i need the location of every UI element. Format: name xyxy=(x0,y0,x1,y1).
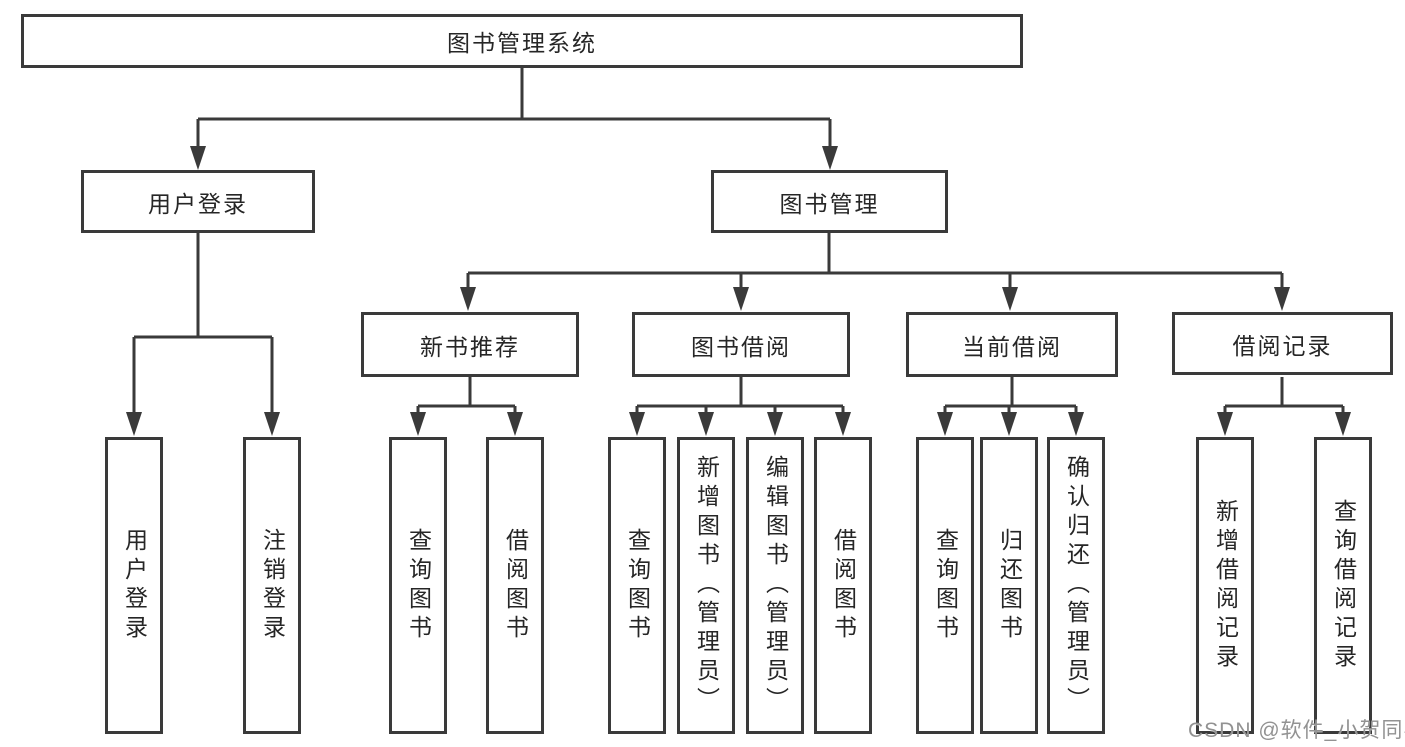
leaf-borrow-add-books-admin-label: 新增图书（管理员） xyxy=(693,455,720,716)
leaf-current-return-books-label: 归还图书 xyxy=(996,527,1023,644)
leaf-newbook-borrow-books-label: 借阅图书 xyxy=(502,527,529,644)
connector-current-borrow-children xyxy=(937,377,1084,436)
leaf-record-query-borrow-record-label: 查询借阅记录 xyxy=(1330,498,1357,673)
node-book-management: 图书管理 xyxy=(711,170,948,233)
leaf-borrow-edit-books-admin: 编辑图书（管理员） xyxy=(746,437,804,734)
connector-new-book-children xyxy=(410,377,523,436)
connector-book-borrow-children xyxy=(629,377,851,436)
node-root-system: 图书管理系统 xyxy=(21,14,1023,68)
leaf-user-login: 用户登录 xyxy=(105,437,163,734)
leaf-newbook-borrow-books: 借阅图书 xyxy=(486,437,544,734)
leaf-current-confirm-return-admin: 确认归还（管理员） xyxy=(1047,437,1105,734)
leaf-current-confirm-return-admin-label: 确认归还（管理员） xyxy=(1063,455,1090,716)
leaf-user-login-label: 用户登录 xyxy=(121,527,148,644)
leaf-current-return-books: 归还图书 xyxy=(980,437,1038,734)
leaf-borrow-borrow-books: 借阅图书 xyxy=(814,437,872,734)
leaf-current-query-books: 查询图书 xyxy=(916,437,974,734)
leaf-newbook-query-books: 查询图书 xyxy=(389,437,447,734)
connector-user-login-children xyxy=(126,233,280,436)
leaf-record-add-borrow-record: 新增借阅记录 xyxy=(1196,437,1254,734)
leaf-record-query-borrow-record: 查询借阅记录 xyxy=(1314,437,1372,734)
leaf-borrow-edit-books-admin-label: 编辑图书（管理员） xyxy=(762,455,789,716)
leaf-current-query-books-label: 查询图书 xyxy=(932,527,959,644)
leaf-record-add-borrow-record-label: 新增借阅记录 xyxy=(1212,498,1239,673)
leaf-borrow-query-books: 查询图书 xyxy=(608,437,666,734)
node-user-login: 用户登录 xyxy=(81,170,315,233)
csdn-watermark: CSDN @软件_小贺同学 xyxy=(1188,719,1405,742)
node-book-borrowing: 图书借阅 xyxy=(632,312,850,377)
leaf-logout-label: 注销登录 xyxy=(259,527,286,644)
connector-root-to-level2 xyxy=(190,68,838,170)
connector-borrow-record-children xyxy=(1217,377,1351,436)
leaf-borrow-query-books-label: 查询图书 xyxy=(624,527,651,644)
node-borrow-records: 借阅记录 xyxy=(1172,312,1393,375)
leaf-logout: 注销登录 xyxy=(243,437,301,734)
leaf-borrow-add-books-admin: 新增图书（管理员） xyxy=(677,437,735,734)
leaf-borrow-borrow-books-label: 借阅图书 xyxy=(830,527,857,644)
connector-book-mgmt-children xyxy=(460,233,1290,311)
node-new-book-recommend: 新书推荐 xyxy=(361,312,579,377)
node-current-borrowing: 当前借阅 xyxy=(906,312,1118,377)
leaf-newbook-query-books-label: 查询图书 xyxy=(405,527,432,644)
